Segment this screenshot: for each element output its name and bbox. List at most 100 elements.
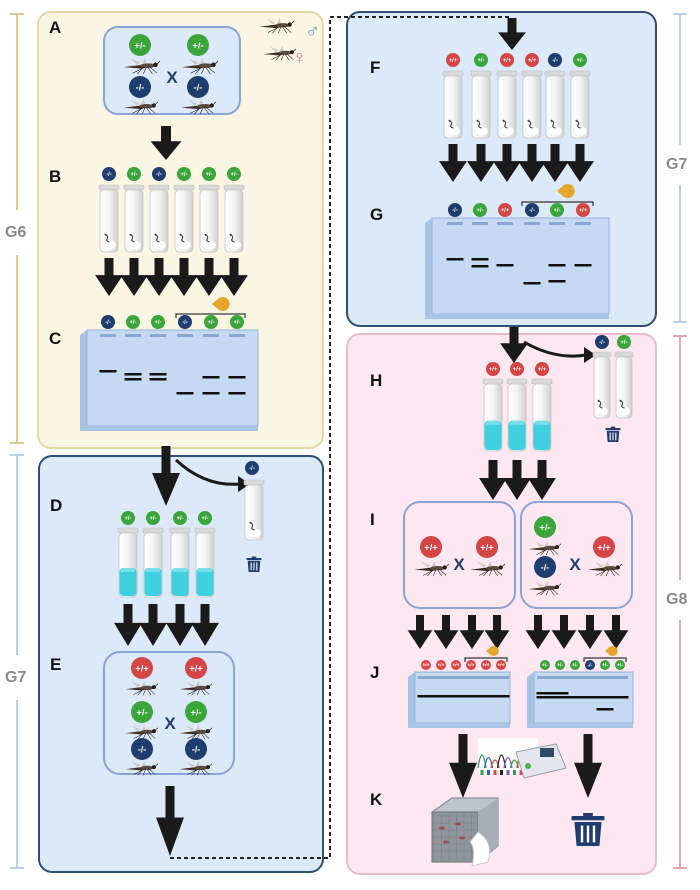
down-arrow xyxy=(150,126,182,160)
genotype-label: +/+ xyxy=(489,367,498,373)
genotype-label: +/- xyxy=(180,172,187,178)
larva-tube xyxy=(173,184,195,253)
larva-tube xyxy=(470,70,492,139)
genotype-hom: +/+ xyxy=(500,53,514,67)
genotype-hom: +/+ xyxy=(420,536,442,558)
genotype-het: +/- xyxy=(126,315,140,329)
larva-tube xyxy=(496,70,518,139)
genotype-label: -/- xyxy=(182,320,188,326)
genotype-label: +/- xyxy=(539,523,550,533)
digest-bracket xyxy=(464,657,508,662)
genotype-label: +/+ xyxy=(449,58,458,64)
genotype-label: +/- xyxy=(124,516,131,522)
panel-label-b: B xyxy=(49,167,62,186)
down-arrow xyxy=(220,258,248,296)
genotype-hom: +/+ xyxy=(481,660,491,670)
genotype-label: +/- xyxy=(205,172,212,178)
genotype-label: +/- xyxy=(557,663,563,669)
gel-band xyxy=(149,378,167,381)
genotype-label: +/- xyxy=(176,516,183,522)
genotype-label: +/- xyxy=(154,320,161,326)
larva-tube xyxy=(98,184,120,253)
curved-arrow xyxy=(174,458,241,486)
trash-icon-large xyxy=(571,813,605,846)
genotype-label: +/- xyxy=(230,172,237,178)
genotype-mut: -/- xyxy=(534,556,556,578)
buffer-tube xyxy=(194,527,216,598)
genotype-het: +/- xyxy=(473,203,487,217)
genotype-mut: -/- xyxy=(448,203,462,217)
down-arrow xyxy=(484,615,510,649)
digest-bracket xyxy=(175,313,246,318)
genotype-label: -/- xyxy=(588,663,593,669)
gel-band xyxy=(124,373,142,376)
down-arrow xyxy=(551,615,577,649)
down-arrow xyxy=(407,615,433,649)
genotype-het: +/- xyxy=(185,701,207,723)
genotype-het: +/- xyxy=(202,167,216,181)
male-symbol: ♂ xyxy=(305,21,320,43)
genotype-hom: +/+ xyxy=(466,660,476,670)
gel-band xyxy=(536,696,554,699)
genotype-het: +/- xyxy=(131,701,153,723)
gel-band xyxy=(574,264,592,267)
genotype-het: +/- xyxy=(177,167,191,181)
genotype-label: -/- xyxy=(552,58,558,64)
gel-g xyxy=(425,217,610,319)
enzyme-icon xyxy=(605,646,618,656)
genotype-mut: -/- xyxy=(595,335,609,349)
cross-symbol: X xyxy=(569,555,581,574)
genotype-mut: -/- xyxy=(101,315,115,329)
genotype-hom: +/+ xyxy=(436,660,446,670)
genotype-mut: -/- xyxy=(245,461,259,475)
genotype-label: +/+ xyxy=(452,663,459,669)
sequencer-machine xyxy=(515,743,567,779)
cross-symbol: X xyxy=(164,714,176,733)
panel-label-h: H xyxy=(370,371,383,390)
discard-tube xyxy=(614,351,634,419)
panel-label-c: C xyxy=(49,329,62,348)
genotype-label: +/- xyxy=(620,340,627,346)
genotype-het: +/- xyxy=(198,511,212,525)
genotype-label: +/+ xyxy=(579,208,588,214)
genotype-het: +/- xyxy=(474,53,488,67)
gel-j-right xyxy=(527,671,634,728)
genotype-label: +/+ xyxy=(513,367,522,373)
genotype-hom: +/+ xyxy=(185,657,207,679)
genotype-label: -/- xyxy=(192,745,201,755)
genotype-het: +/- xyxy=(573,53,587,67)
down-arrow xyxy=(195,258,223,296)
down-arrow xyxy=(577,615,603,649)
cross-box-i-left xyxy=(403,501,516,609)
genotype-label: +/+ xyxy=(189,664,203,674)
genotype-hom: +/+ xyxy=(131,657,153,679)
down-arrow xyxy=(493,144,521,182)
genotype-hom: +/+ xyxy=(576,203,590,217)
genotype-label: +/- xyxy=(617,663,623,669)
gel-band xyxy=(596,696,614,699)
genotype-hom: +/+ xyxy=(476,536,498,558)
gel-band xyxy=(202,376,220,379)
generation-label-g6: G6 xyxy=(5,224,27,241)
genotype-label: +/- xyxy=(130,172,137,178)
genotype-label: +/+ xyxy=(422,663,429,669)
genotype-label: -/- xyxy=(529,208,535,214)
panel-label-f: F xyxy=(370,58,381,77)
female-symbol: ♀ xyxy=(292,47,307,69)
down-arrow xyxy=(566,144,594,182)
gel-band xyxy=(447,695,465,698)
genotype-label: -/- xyxy=(194,83,203,93)
genotype-label: +/+ xyxy=(424,543,438,553)
genotype-mut: -/- xyxy=(525,203,539,217)
cross-box-e xyxy=(103,651,235,775)
gel-j-left xyxy=(408,671,511,728)
genotype-label: -/- xyxy=(452,208,458,214)
gel-band xyxy=(596,708,614,711)
curved-arrow xyxy=(523,340,587,358)
down-arrow xyxy=(459,615,485,649)
genotype-label: +/- xyxy=(201,516,208,522)
genotype-label: -/- xyxy=(138,745,147,755)
generation-label-g7-right: G7 xyxy=(666,156,688,173)
male-mosquito xyxy=(259,18,294,34)
genotype-label: +/- xyxy=(233,320,240,326)
